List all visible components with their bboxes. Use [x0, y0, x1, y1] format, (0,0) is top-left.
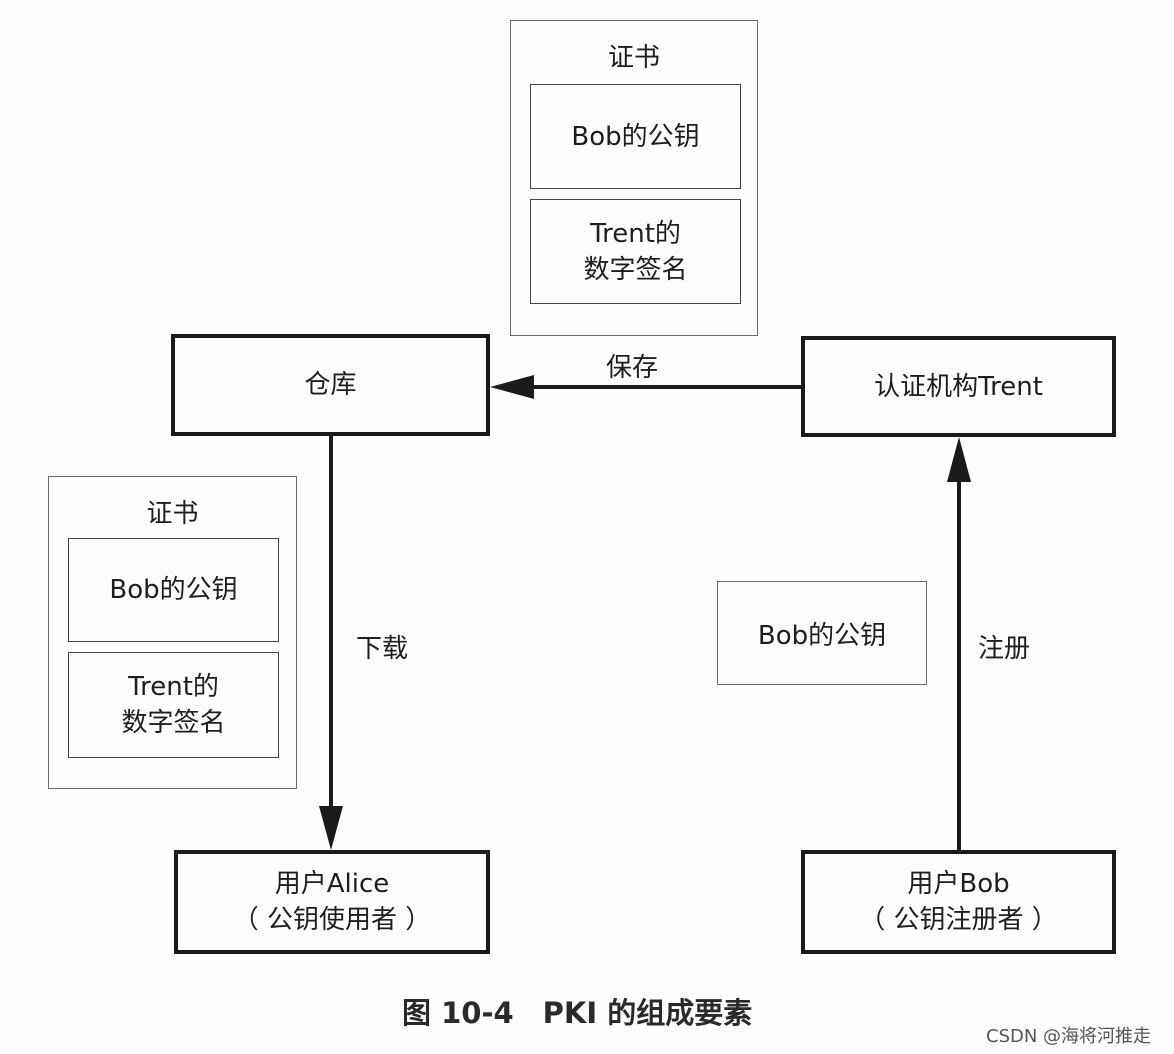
user-bob-node: 用户Bob （ 公钥注册者 ）: [801, 850, 1116, 954]
user-alice-role: （ 公钥使用者 ）: [232, 905, 432, 935]
repository-label: 仓库: [304, 370, 357, 400]
certificate-left-signature: Trent的 数字签名: [68, 652, 279, 758]
certificate-top-public-key-text: Bob的公钥: [571, 121, 700, 152]
certificate-left-signature-line1: Trent的: [128, 672, 219, 702]
certificate-left: 证书 Bob的公钥 Trent的 数字签名: [48, 476, 297, 789]
user-alice-node: 用户Alice （ 公钥使用者 ）: [174, 850, 490, 954]
certificate-top-title: 证书: [607, 43, 660, 73]
certificate-top: 证书 Bob的公钥 Trent的 数字签名: [510, 20, 758, 336]
certificate-left-public-key-text: Bob的公钥: [109, 575, 238, 605]
certificate-top-public-key: Bob的公钥: [530, 84, 741, 189]
download-arrow: [319, 436, 343, 850]
figure-caption: 图 10-4 PKI 的组成要素: [402, 996, 753, 1030]
user-bob-name: 用户Bob: [907, 869, 1010, 899]
ca-trent-label: 认证机构Trent: [874, 371, 1043, 402]
user-alice-name: 用户Alice: [274, 869, 390, 899]
repository-node: 仓库: [171, 334, 490, 436]
watermark: CSDN @海将河推走: [986, 1026, 1152, 1047]
bob-public-key-box: Bob的公钥: [717, 581, 927, 685]
register-arrow: [947, 437, 971, 850]
certificate-left-signature-line2: 数字签名: [121, 708, 226, 738]
register-label: 注册: [978, 634, 1031, 664]
user-bob-role: （ 公钥注册者 ）: [859, 905, 1058, 935]
certificate-top-signature-line2: 数字签名: [583, 254, 688, 285]
save-label: 保存: [606, 353, 659, 383]
ca-trent-node: 认证机构Trent: [801, 336, 1116, 437]
certificate-left-title: 证书: [146, 499, 199, 529]
certificate-top-signature-line1: Trent的: [590, 218, 681, 249]
save-arrow: [490, 375, 802, 399]
certificate-left-public-key: Bob的公钥: [68, 538, 279, 642]
certificate-top-signature: Trent的 数字签名: [530, 199, 741, 304]
download-label: 下载: [356, 634, 409, 664]
bob-public-key-text: Bob的公钥: [757, 620, 887, 651]
